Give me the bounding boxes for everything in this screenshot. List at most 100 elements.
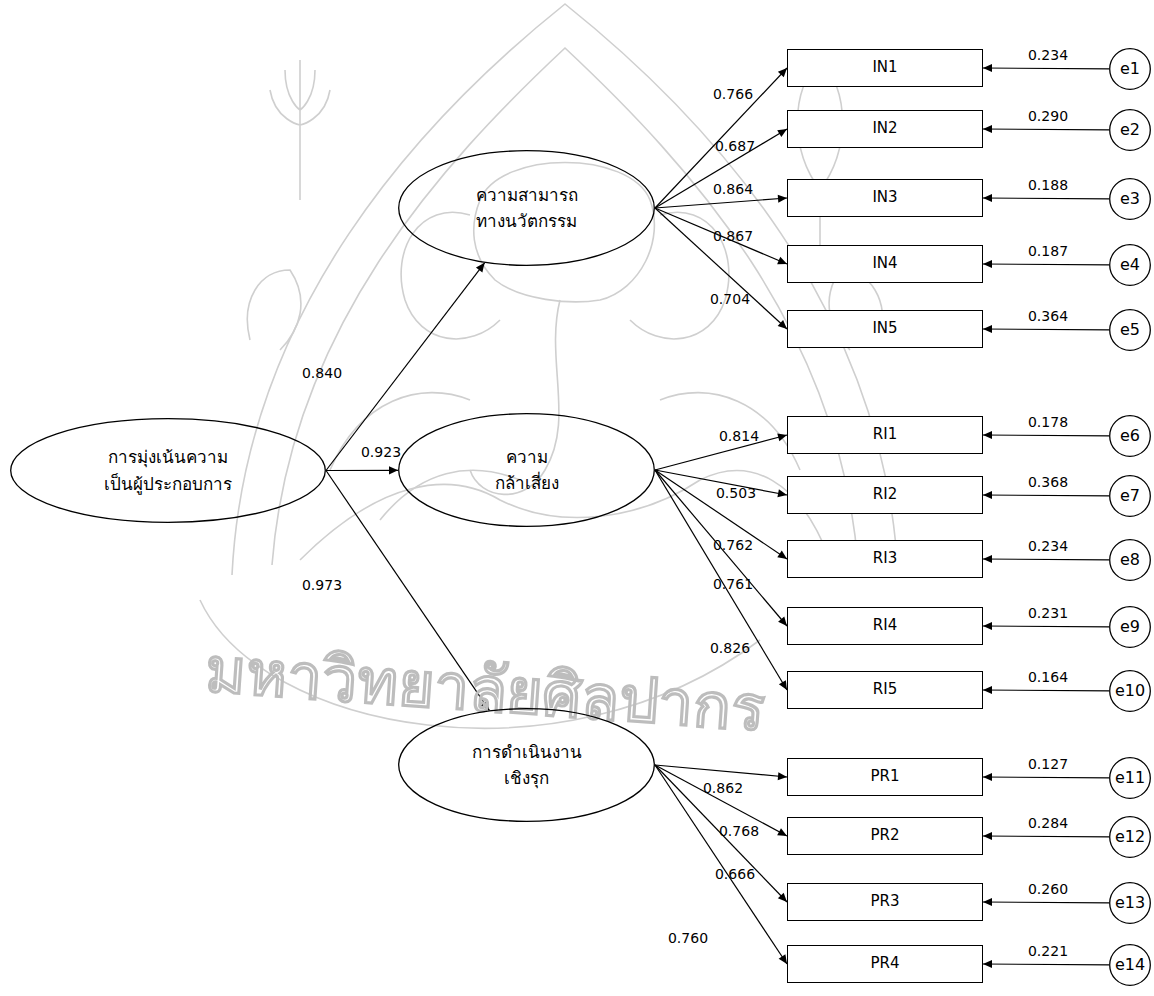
observed-variable: IN4	[787, 245, 983, 283]
observed-variable: PR1	[787, 758, 983, 796]
path-arrow	[655, 198, 787, 208]
indicator-label: RI2	[873, 483, 897, 506]
error-outline	[1110, 817, 1151, 858]
text-line: เชิงรุก	[472, 765, 582, 791]
indicator-label: IN5	[872, 317, 897, 340]
ellipse-outline	[11, 419, 326, 523]
path-arrow	[655, 208, 787, 329]
error-label: e3	[1120, 187, 1140, 212]
error-label: e6	[1120, 424, 1140, 449]
error-label: e8	[1120, 548, 1140, 573]
path-coefficient: 0.761	[713, 576, 753, 592]
path-arrow	[326, 470, 398, 471]
indicator-label: PR4	[870, 952, 899, 975]
indicator-label: IN4	[872, 252, 897, 275]
error-outline	[1110, 245, 1151, 286]
latent-ellipse	[398, 708, 655, 822]
path-arrow	[983, 197, 1109, 199]
indicator-label: IN1	[872, 56, 897, 79]
path-coefficient: 0.760	[668, 930, 708, 946]
text-line: การดำเนินงาน	[472, 739, 582, 765]
observed-variable: PR4	[787, 945, 983, 983]
error-term: e5	[1109, 309, 1151, 351]
path-coefficient: 0.762	[713, 537, 753, 553]
latent-ellipse	[398, 413, 655, 527]
observed-variable: RI4	[787, 607, 983, 645]
path-coefficient: 0.234	[1028, 47, 1068, 63]
path-coefficient: 0.687	[715, 138, 755, 154]
observed-variable: IN3	[787, 179, 983, 217]
error-term: e4	[1109, 244, 1151, 286]
path-arrow	[983, 128, 1109, 130]
error-label: e4	[1120, 253, 1140, 278]
path-coefficient: 0.814	[719, 428, 759, 444]
path-arrow	[983, 776, 1109, 778]
path-arrow	[983, 434, 1109, 436]
path-coefficient: 0.826	[710, 640, 750, 656]
observed-variable: PR3	[787, 883, 983, 921]
watermark-emblem	[300, 471, 830, 560]
path-coefficient: 0.503	[716, 485, 756, 501]
path-arrow	[655, 470, 787, 626]
error-outline	[1110, 540, 1151, 581]
observed-variable: IN5	[787, 310, 983, 348]
indicator-label: IN2	[872, 117, 897, 140]
path-arrow	[983, 494, 1109, 496]
error-label: e11	[1115, 766, 1145, 791]
error-label: e5	[1120, 318, 1140, 343]
error-outline	[1110, 607, 1151, 648]
error-term: e1	[1109, 48, 1151, 90]
error-term: e9	[1109, 606, 1151, 648]
path-coefficient: 0.973	[302, 577, 342, 593]
indicator-label: RI3	[873, 547, 897, 570]
error-term: e6	[1109, 415, 1151, 457]
error-term: e8	[1109, 539, 1151, 581]
path-coefficient: 0.164	[1028, 669, 1068, 685]
observed-variable: RI5	[787, 671, 983, 709]
error-label: e10	[1115, 679, 1145, 704]
error-outline	[1110, 310, 1151, 351]
error-term: e3	[1109, 178, 1151, 220]
watermark-emblem	[330, 393, 470, 470]
observed-variable: PR2	[787, 817, 983, 855]
error-label: e1	[1120, 57, 1140, 82]
path-coefficient: 0.364	[1028, 308, 1068, 324]
error-outline	[1110, 671, 1151, 712]
latent-label: ความ กล้าเสี่ยง	[495, 444, 559, 497]
indicator-label: RI1	[873, 423, 897, 446]
error-outline	[1110, 883, 1151, 924]
path-coefficient: 0.862	[703, 780, 743, 796]
path-arrow	[655, 470, 787, 559]
path-arrow	[983, 963, 1109, 965]
latent-variable: ความ กล้าเสี่ยง	[398, 413, 655, 527]
error-outline	[1110, 49, 1151, 90]
path-coefficient: 0.768	[719, 823, 759, 839]
latent-variable: การมุ่งเน้นความ เป็นผู้ประกอบการ	[10, 418, 326, 523]
watermark-emblem	[470, 300, 560, 494]
path-coefficient: 0.231	[1028, 605, 1068, 621]
latent-label: ความสามารถ ทางนวัตกรรม	[476, 182, 578, 235]
error-term: e13	[1109, 882, 1151, 924]
observed-variable: IN2	[787, 110, 983, 148]
error-term: e2	[1109, 109, 1151, 151]
path-coefficient: 0.221	[1028, 943, 1068, 959]
error-label: e7	[1120, 484, 1140, 509]
watermark-emblem	[270, 60, 330, 200]
error-outline	[1110, 476, 1151, 517]
watermark-text: มหาวิทยาลัยศิลปากร	[202, 621, 767, 758]
latent-variable: การดำเนินงาน เชิงรุก	[398, 708, 655, 822]
latent-ellipse	[10, 418, 326, 523]
path-coefficient: 0.368	[1028, 474, 1068, 490]
path-coefficient: 0.290	[1028, 108, 1068, 124]
path-arrow	[983, 625, 1109, 627]
path-coefficient: 0.284	[1028, 815, 1068, 831]
path-coefficient: 0.867	[713, 228, 753, 244]
path-arrow	[655, 765, 787, 964]
latent-label: การมุ่งเน้นความ เป็นผู้ประกอบการ	[104, 444, 232, 497]
ellipse-outline	[399, 414, 655, 527]
error-label: e12	[1115, 825, 1145, 850]
error-term: e11	[1109, 757, 1151, 799]
indicator-label: IN3	[872, 186, 897, 209]
